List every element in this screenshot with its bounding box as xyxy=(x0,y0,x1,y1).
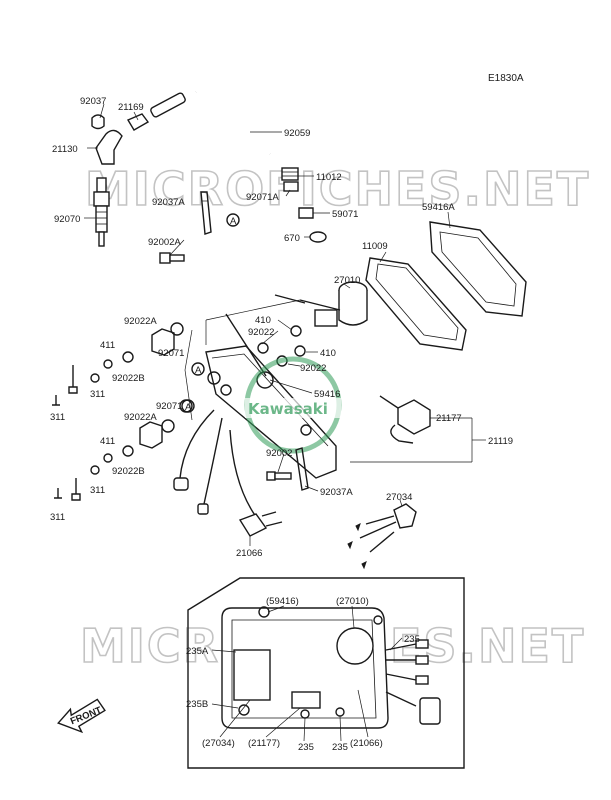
o-ring-670 xyxy=(309,231,327,243)
label-21130: 21130 xyxy=(52,144,78,155)
label-11009: 11009 xyxy=(362,241,388,252)
inset-label-235b: 235B xyxy=(186,699,208,710)
harness-21066 xyxy=(173,409,283,537)
grommet-92071-a xyxy=(151,328,175,356)
callout-a-2: A xyxy=(191,362,205,376)
svg-text:A: A xyxy=(185,402,192,413)
gasket-11009 xyxy=(365,257,467,351)
inset-label-235-bot: 235 xyxy=(332,742,348,753)
label-92022-a: 92022 xyxy=(248,327,274,338)
bracket-92037a-top xyxy=(200,191,212,235)
label-410-b: 410 xyxy=(320,348,336,359)
kawasaki-logo: Kawasaki xyxy=(244,356,342,454)
washer-92022b-b xyxy=(122,445,134,457)
part-labels: 92037 21169 21130 92059 11012 92071A 920… xyxy=(50,96,513,753)
plug-cap-21130 xyxy=(95,129,123,165)
washer-92022-a xyxy=(257,342,269,354)
label-92022b-b: 92022B xyxy=(112,466,145,477)
label-92022a-a: 92022A xyxy=(124,316,157,327)
svg-text:Kawasaki: Kawasaki xyxy=(248,400,328,418)
washer-92022a-b xyxy=(161,419,175,433)
diagram-code: E1830A xyxy=(488,73,524,84)
watermark-top: MICROFICHES.NET xyxy=(85,162,590,216)
coil-27010 xyxy=(274,281,368,327)
label-311-c: 311 xyxy=(90,485,105,496)
label-311-b: 311 xyxy=(50,412,65,423)
nut-311-b xyxy=(90,373,100,383)
inset-label-27034: (27034) xyxy=(202,738,235,749)
washer-92022a-a xyxy=(170,322,184,336)
cap-sleeve xyxy=(150,92,186,118)
regulator-21177 xyxy=(379,395,431,444)
terminal-311-a xyxy=(68,365,78,394)
washer-410-b xyxy=(294,345,306,357)
inset-label-235a: 235A xyxy=(186,646,209,657)
bolt-92002a xyxy=(159,252,185,264)
label-311-a: 311 xyxy=(90,389,105,400)
label-21169: 21169 xyxy=(118,102,144,113)
label-92071-a: 92071 xyxy=(158,348,184,359)
bolt-92002 xyxy=(266,471,292,481)
nut-311-c xyxy=(90,465,100,475)
label-92071a-top: 92071A xyxy=(246,192,279,203)
inset-label-235-mid: 235 xyxy=(298,742,314,753)
terminal-311-b xyxy=(52,395,60,406)
inset-label-59416: (59416) xyxy=(266,596,299,607)
clip-92037 xyxy=(91,114,105,130)
label-411-a: 411 xyxy=(100,340,115,351)
terminal-311-d xyxy=(54,488,62,499)
inset-label-21177: (21177) xyxy=(248,738,280,749)
label-92037: 92037 xyxy=(80,96,106,107)
terminal-311-c xyxy=(71,478,81,501)
bushing-59071 xyxy=(298,207,314,219)
svg-text:A: A xyxy=(195,365,202,376)
label-92022-b: 92022 xyxy=(300,363,326,374)
label-92071-b: 92071 xyxy=(156,401,182,412)
inset-label-27010: (27010) xyxy=(336,596,369,607)
label-59071: 59071 xyxy=(332,209,358,220)
pickup-27034 xyxy=(347,503,417,570)
label-92059: 92059 xyxy=(284,128,310,139)
label-27034: 27034 xyxy=(386,492,412,503)
label-92022b-a: 92022B xyxy=(112,373,145,384)
bracket-92037a-bottom xyxy=(295,447,309,491)
ignitor-housing xyxy=(179,313,337,479)
cap-11012 xyxy=(281,167,299,192)
washer-411-b xyxy=(103,453,113,463)
washer-410-a xyxy=(290,325,302,337)
cover-59416a xyxy=(429,221,527,317)
callout-a-1: A xyxy=(226,213,240,227)
label-21177: 21177 xyxy=(436,413,462,424)
label-92070: 92070 xyxy=(54,214,80,225)
inset-label-235-top: 235 xyxy=(404,634,420,645)
spark-plug-92070 xyxy=(93,177,110,247)
washer-411-a xyxy=(103,359,113,369)
leader-lines xyxy=(84,103,486,546)
label-92002: 92002 xyxy=(266,448,292,459)
label-59416a: 59416A xyxy=(422,202,455,213)
label-411-b: 411 xyxy=(100,436,115,447)
front-arrow: FRONT xyxy=(57,698,106,734)
label-59416: 59416 xyxy=(314,389,340,400)
inset-assembly xyxy=(187,577,465,769)
cap-21169 xyxy=(126,113,150,131)
grommet-92071-b xyxy=(139,421,163,449)
label-92037a-bottom: 92037A xyxy=(320,487,353,498)
svg-text:A: A xyxy=(230,216,237,227)
label-21119: 21119 xyxy=(488,436,513,447)
label-11012: 11012 xyxy=(316,172,342,183)
label-21066: 21066 xyxy=(236,548,262,559)
label-92002a: 92002A xyxy=(148,237,181,248)
label-311-d: 311 xyxy=(50,512,65,523)
label-27010: 27010 xyxy=(334,275,360,286)
label-92022a-b: 92022A xyxy=(124,412,157,423)
label-92037a-top: 92037A xyxy=(152,197,185,208)
spark-plug-cap-group xyxy=(91,92,186,247)
washer-92022b-a xyxy=(122,351,134,363)
inset-label-21066: (21066) xyxy=(350,738,383,749)
label-670: 670 xyxy=(284,233,300,244)
label-410-a: 410 xyxy=(255,315,271,326)
